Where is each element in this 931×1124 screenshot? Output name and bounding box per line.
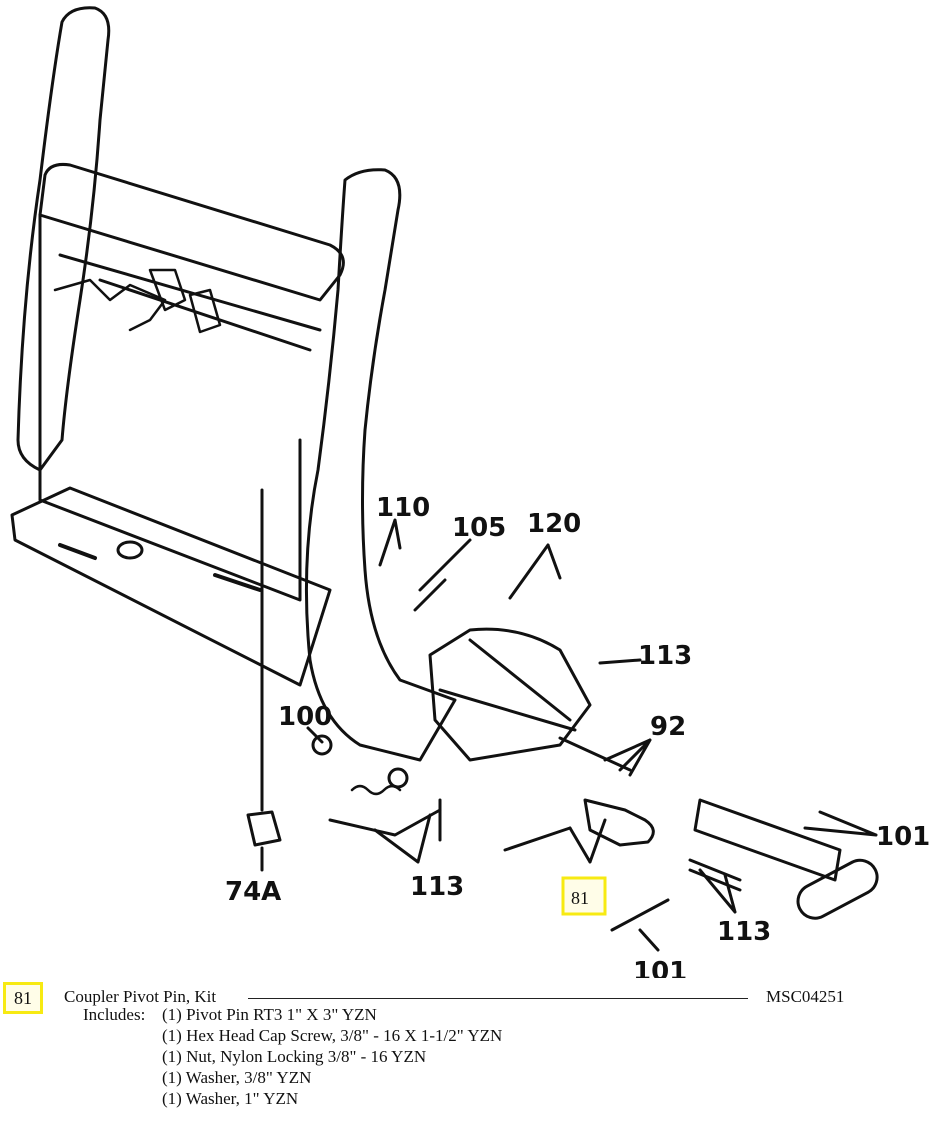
- legend-include-item: (1) Pivot Pin RT3 1" X 3" YZN: [162, 1005, 377, 1024]
- callout-105: 105: [452, 513, 506, 543]
- callout-113-lower: 113: [717, 917, 771, 947]
- legend-description: Coupler Pivot Pin, Kit: [64, 987, 217, 1006]
- callout-81-highlight: [561, 876, 607, 916]
- callout-110: 110: [376, 493, 430, 523]
- coupler-body: [428, 627, 592, 762]
- legend-include-item: (1) Washer, 1" YZN: [162, 1089, 299, 1108]
- top-crossbar: [38, 163, 345, 302]
- callout-120: 120: [527, 509, 581, 539]
- left-upright-arm: [16, 6, 111, 472]
- right-upright-arm: [304, 168, 457, 762]
- legend-part-number: MSC04251: [766, 987, 845, 1006]
- callout-113-middle: 113: [410, 872, 464, 902]
- callout-100: 100: [278, 702, 332, 732]
- legend-include-item: (1) Hex Head Cap Screw, 3/8" - 16 X 1-1/…: [162, 1026, 503, 1045]
- legend-include-item: (1) Washer, 3/8" YZN: [162, 1068, 312, 1087]
- frame-back-plate: [38, 213, 322, 602]
- callout-101-bottom: 101: [633, 957, 687, 978]
- legend-include-item: (1) Nut, Nylon Locking 3/8" - 16 YZN: [162, 1047, 427, 1066]
- bottom-tray: [10, 486, 332, 687]
- legend-leader-line: [248, 998, 748, 999]
- exploded-view-drawing: 110 105 120 113 92 100 101 74A 113 81 11…: [10, 6, 930, 987]
- callout-81: 81: [571, 888, 589, 908]
- callout-92: 92: [650, 712, 686, 742]
- parts-legend: 81 Coupler Pivot Pin, Kit MSC04251 Inclu…: [0, 978, 931, 1124]
- pivot-pin: [583, 798, 655, 847]
- callout-74a: 74A: [225, 877, 281, 907]
- pin-tube: [693, 798, 842, 882]
- legend-item-number: 81: [3, 982, 43, 1014]
- callout-113-upper: 113: [638, 641, 692, 671]
- legend-includes-label: Includes:: [83, 1005, 146, 1024]
- callout-101-right: 101: [876, 822, 930, 852]
